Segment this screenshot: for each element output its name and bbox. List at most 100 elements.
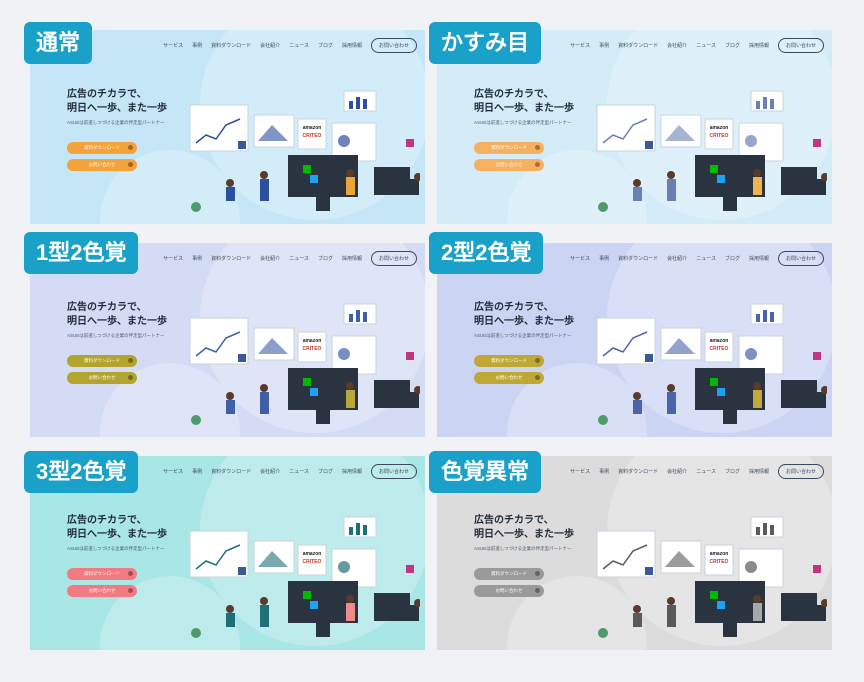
nav-item-company[interactable]: 会社紹介 — [667, 469, 688, 475]
inquiry-button-label: お問い合わせ — [495, 588, 523, 593]
nav-item-recruit[interactable]: 採用情報 — [341, 43, 362, 49]
download-button[interactable]: 資料ダウンロード — [474, 142, 544, 154]
nav-item-download[interactable]: 資料ダウンロード — [211, 469, 252, 475]
headline-line-2: 明日へ一歩、また一歩 — [474, 103, 574, 114]
person-head — [260, 384, 268, 392]
download-button[interactable]: 資料ダウンロード — [474, 355, 544, 367]
nav-item-cases[interactable]: 事例 — [192, 469, 203, 475]
nav-item-blog[interactable]: ブログ — [724, 43, 740, 49]
hero-subtext: ASUEは前進しつづける企業の伴走型パートナー — [474, 333, 572, 338]
ad-network-card — [297, 544, 327, 576]
arrow-icon — [535, 162, 540, 167]
person-body — [226, 613, 235, 627]
nav-item-blog[interactable]: ブログ — [317, 256, 333, 262]
inquiry-button[interactable]: お問い合わせ — [474, 372, 544, 384]
person-body — [346, 177, 355, 195]
arrow-icon — [535, 358, 540, 363]
panel-label-text: 3型2色覚 — [36, 459, 127, 484]
nav-item-cases[interactable]: 事例 — [192, 43, 203, 49]
nav-item-news[interactable]: ニュース — [289, 469, 309, 475]
download-button[interactable]: 資料ダウンロード — [67, 142, 137, 154]
nav-item-cases[interactable]: 事例 — [599, 469, 610, 475]
amazon-logo: amazon — [303, 551, 322, 557]
arrow-icon — [128, 375, 133, 380]
download-button-label: 資料ダウンロード — [491, 145, 527, 150]
person-body — [633, 613, 642, 627]
pie-chart — [338, 561, 350, 573]
mountain-image — [665, 125, 695, 141]
nav-item-company[interactable]: 会社紹介 — [667, 43, 688, 49]
hero-headline: 広告のチカラで、 明日へ一歩、また一歩 — [67, 301, 167, 329]
nav-item-service[interactable]: サービス — [570, 256, 591, 262]
nav-item-news[interactable]: ニュース — [696, 43, 716, 49]
site-nav: サービス 事例 資料ダウンロード 会社紹介 ニュース ブログ 採用情報 お問い合… — [163, 38, 417, 53]
smartphone — [410, 605, 419, 621]
nav-item-company[interactable]: 会社紹介 — [260, 469, 281, 475]
download-button[interactable]: 資料ダウンロード — [67, 355, 137, 367]
nav-item-recruit[interactable]: 採用情報 — [748, 43, 769, 49]
person-head — [667, 171, 675, 179]
person-head — [226, 605, 234, 613]
simulation-panel: サービス 事例 資料ダウンロード 会社紹介 ニュース ブログ 採用情報 お問い合… — [30, 243, 425, 437]
smartphone — [817, 179, 826, 195]
nav-item-service[interactable]: サービス — [163, 469, 184, 475]
nav-item-download[interactable]: 資料ダウンロード — [618, 43, 659, 49]
nav-item-service[interactable]: サービス — [163, 256, 184, 262]
panel-label-text: 色覚異常 — [441, 459, 530, 484]
bar — [349, 527, 353, 535]
panel-label: かすみ目 — [429, 22, 542, 64]
line-chart — [602, 331, 648, 357]
contact-button[interactable]: お問い合わせ — [370, 251, 417, 266]
contact-button[interactable]: お問い合わせ — [370, 38, 417, 53]
bar — [770, 312, 774, 322]
nav-item-recruit[interactable]: 採用情報 — [341, 469, 362, 475]
nav-item-recruit[interactable]: 採用情報 — [341, 256, 362, 262]
nav-item-blog[interactable]: ブログ — [724, 469, 740, 475]
contact-button[interactable]: お問い合わせ — [777, 464, 824, 479]
instagram-icon — [406, 352, 414, 360]
nav-item-blog[interactable]: ブログ — [724, 256, 740, 262]
nav-item-news[interactable]: ニュース — [696, 469, 716, 475]
line-icon — [303, 591, 311, 599]
nav-item-news[interactable]: ニュース — [289, 256, 309, 262]
nav-item-cases[interactable]: 事例 — [192, 256, 203, 262]
inquiry-button[interactable]: お問い合わせ — [474, 159, 544, 171]
nav-item-blog[interactable]: ブログ — [317, 469, 333, 475]
contact-button[interactable]: お問い合わせ — [777, 251, 824, 266]
contact-button[interactable]: お問い合わせ — [370, 464, 417, 479]
nav-item-recruit[interactable]: 採用情報 — [748, 469, 769, 475]
simulation-panel: サービス 事例 資料ダウンロード 会社紹介 ニュース ブログ 採用情報 お問い合… — [437, 243, 832, 437]
nav-item-service[interactable]: サービス — [163, 43, 184, 49]
inquiry-button[interactable]: お問い合わせ — [67, 372, 137, 384]
simulation-panel: サービス 事例 資料ダウンロード 会社紹介 ニュース ブログ 採用情報 お問い合… — [437, 456, 832, 650]
nav-item-blog[interactable]: ブログ — [317, 43, 333, 49]
nav-item-download[interactable]: 資料ダウンロード — [618, 469, 659, 475]
nav-item-recruit[interactable]: 採用情報 — [748, 256, 769, 262]
download-button[interactable]: 資料ダウンロード — [474, 568, 544, 580]
nav-item-company[interactable]: 会社紹介 — [260, 256, 281, 262]
download-button[interactable]: 資料ダウンロード — [67, 568, 137, 580]
person-head — [633, 179, 641, 187]
criteo-logo: CRITEO — [710, 559, 729, 565]
bar — [356, 523, 360, 535]
inquiry-button[interactable]: お問い合わせ — [67, 159, 137, 171]
nav-item-service[interactable]: サービス — [570, 469, 591, 475]
smartphone — [410, 392, 419, 408]
ad-network-card — [704, 544, 734, 576]
nav-item-cases[interactable]: 事例 — [599, 256, 610, 262]
hero-subtext: ASUEは前進しつづける企業の伴走型パートナー — [67, 120, 165, 125]
nav-item-download[interactable]: 資料ダウンロード — [211, 43, 252, 49]
nav-item-news[interactable]: ニュース — [289, 43, 309, 49]
nav-item-download[interactable]: 資料ダウンロード — [211, 256, 252, 262]
inquiry-button[interactable]: お問い合わせ — [474, 585, 544, 597]
nav-item-company[interactable]: 会社紹介 — [667, 256, 688, 262]
nav-item-service[interactable]: サービス — [570, 43, 591, 49]
nav-item-cases[interactable]: 事例 — [599, 43, 610, 49]
nav-item-news[interactable]: ニュース — [696, 256, 716, 262]
line-chart — [602, 544, 648, 570]
laptop — [781, 593, 817, 621]
nav-item-company[interactable]: 会社紹介 — [260, 43, 281, 49]
inquiry-button[interactable]: お問い合わせ — [67, 585, 137, 597]
contact-button[interactable]: お問い合わせ — [777, 38, 824, 53]
nav-item-download[interactable]: 資料ダウンロード — [618, 256, 659, 262]
